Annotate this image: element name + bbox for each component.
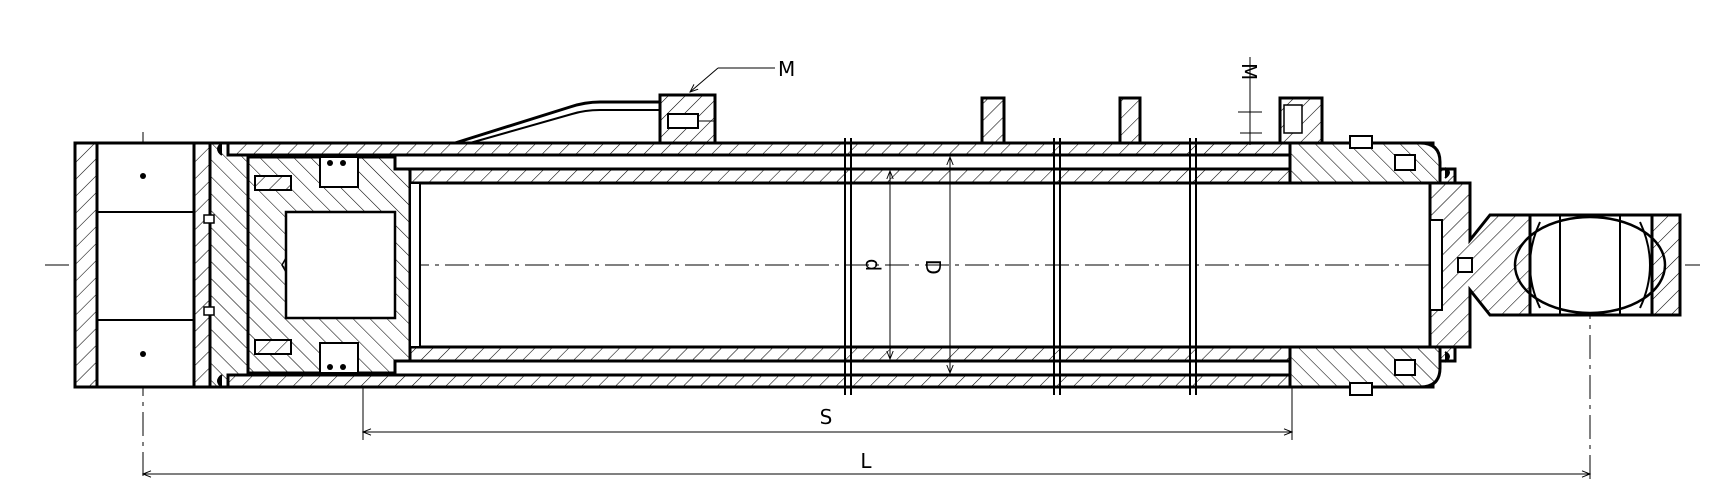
cylinder-tube xyxy=(226,141,1435,389)
rod-end xyxy=(1428,181,1682,349)
label-port-top: M xyxy=(778,57,795,81)
label-port-right: M xyxy=(1237,63,1261,80)
port-leader-top xyxy=(690,67,719,92)
front-gland xyxy=(1288,135,1450,396)
right-port xyxy=(1238,57,1324,145)
label-stroke: S xyxy=(820,405,833,429)
label-length: L xyxy=(860,449,872,473)
label-rod-diameter: d xyxy=(861,259,885,272)
tube-lugs xyxy=(980,96,1142,145)
rear-clevis xyxy=(73,141,212,389)
label-bore-diameter: D xyxy=(921,259,945,274)
section-breaks xyxy=(844,138,1197,395)
piston xyxy=(246,155,421,375)
dim-stroke xyxy=(363,387,1292,440)
oil-pipe xyxy=(454,67,775,145)
